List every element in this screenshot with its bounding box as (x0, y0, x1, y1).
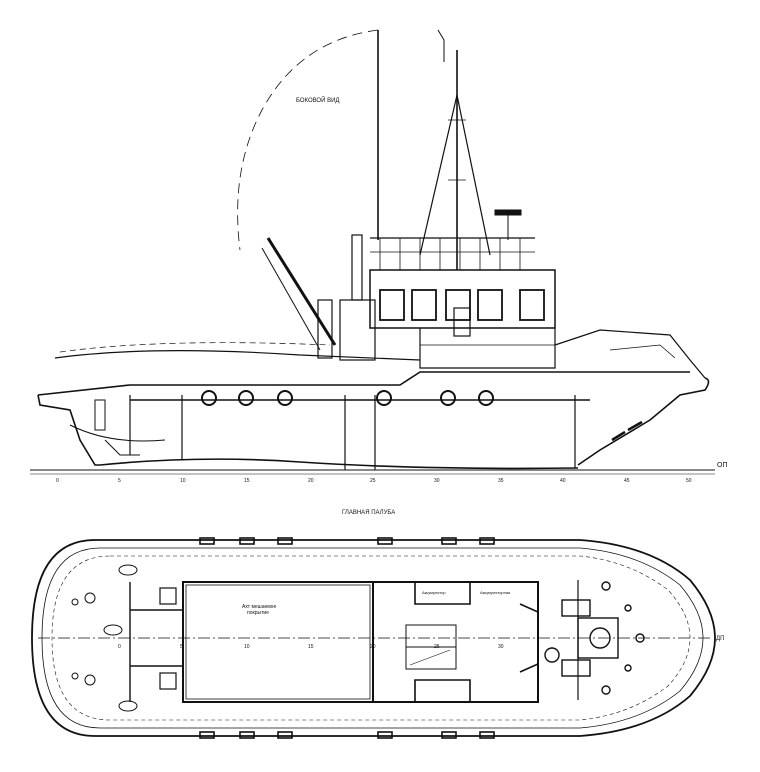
stern (37, 394, 100, 466)
centerline-label: ДП (716, 636, 725, 642)
plan-deckhouse (182, 581, 374, 703)
plan-view-title: ГЛАВНАЯ ПАЛУБА (342, 510, 396, 516)
side-frame-tick: 45 (624, 478, 630, 484)
side-frame-tick: 10 (180, 478, 186, 484)
side-frame-tick: 15 (244, 478, 250, 484)
plan-frame-tick: 30 (498, 644, 504, 650)
side-frame-tick: 25 (370, 478, 376, 484)
radar-antenna (494, 209, 522, 216)
plan-frame-tick: 0 (118, 644, 121, 650)
side-frame-tick: 35 (498, 478, 504, 484)
room-a-label: Аккумулятор (422, 590, 446, 595)
side-frame-tick: 30 (434, 478, 440, 484)
plan-frame-tick: 10 (244, 644, 250, 650)
side-frame-tick: 40 (560, 478, 566, 484)
baseline-label: ОП (717, 462, 728, 469)
side-frame-tick: 0 (56, 478, 59, 484)
plan-frame-tick: 25 (434, 644, 440, 650)
fenders (201, 390, 494, 406)
hull-bottom (99, 458, 579, 470)
fore-bulwark (554, 329, 706, 379)
bulwark (54, 350, 421, 361)
side-frame-tick: 50 (686, 478, 692, 484)
side-frame-tick: 20 (308, 478, 314, 484)
crane-arc (237, 29, 379, 251)
hold-label-line1: Ахт мешаемое (242, 604, 277, 610)
plan-frame-tick: 5 (180, 644, 183, 650)
plan-frame-tick: 15 (308, 644, 314, 650)
bow (577, 377, 710, 466)
mast-stay-aft (419, 94, 458, 256)
hold-label-line2: покрытие (247, 610, 269, 616)
wheelhouse (369, 269, 556, 329)
plan-hull-outline (31, 539, 716, 737)
plan-stairs (405, 624, 457, 648)
mast-stay-fwd (456, 94, 491, 256)
plan-view (31, 537, 716, 739)
plan-frame-tick: 20 (370, 644, 376, 650)
side-view-title: БОКОВОЙ ВИД (296, 98, 340, 104)
side-frame-tick: 5 (118, 478, 121, 484)
side-view (30, 29, 715, 475)
main-deck-line (37, 371, 690, 396)
flag-mast (437, 29, 445, 62)
room-b-label: Аккумуляторная (480, 590, 511, 595)
hold-label: Ахт мешаемое покрытие (242, 604, 277, 616)
crane-boom (266, 237, 337, 346)
plan-bitts (199, 537, 495, 739)
